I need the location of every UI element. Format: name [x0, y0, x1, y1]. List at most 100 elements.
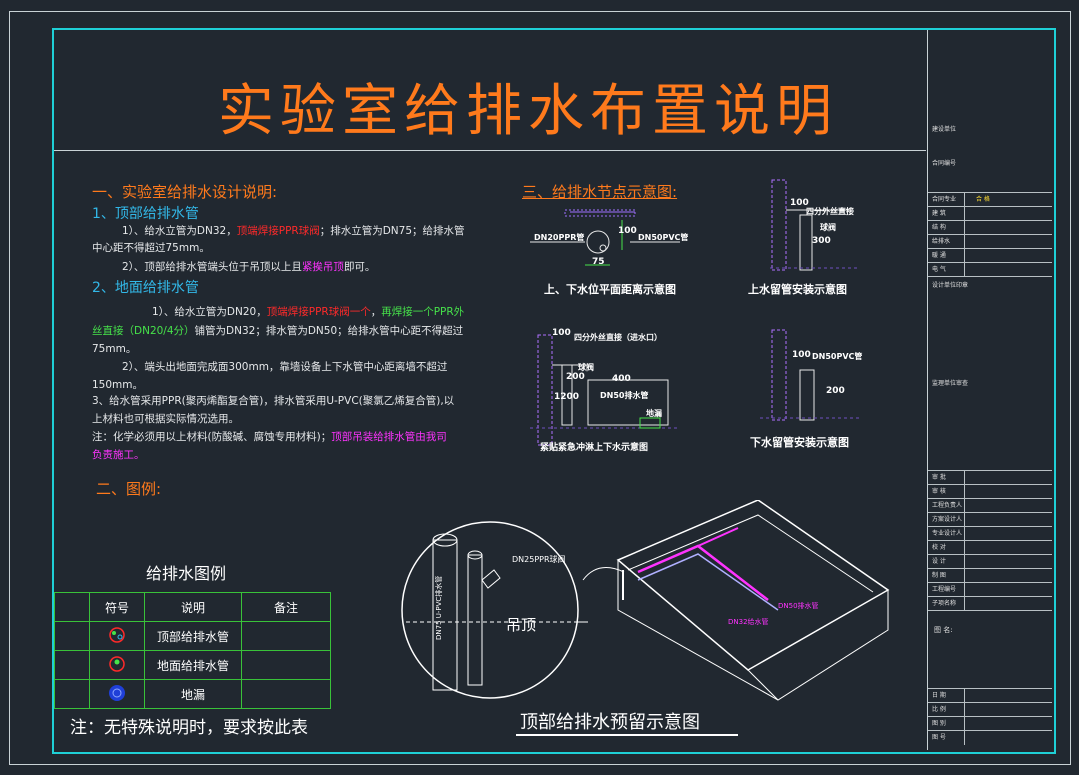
text-green: 再焊接一个PPR外	[381, 306, 465, 318]
d3-label1: 四分外丝直接（进水口）	[574, 333, 662, 342]
outer-border	[9, 11, 1071, 765]
tb-row-end	[928, 610, 1052, 611]
section3-heading: 三、给排水节点示意图:	[522, 183, 678, 201]
d3-dim1: 100	[552, 328, 571, 338]
section2-heading: 二、图例:	[96, 480, 162, 498]
tb-row: 校 对	[928, 540, 1052, 555]
tb-key: 子项名称	[932, 600, 957, 607]
iso-label-1: DN32给水管	[728, 618, 769, 626]
d4-dim2: 200	[826, 386, 845, 396]
bottom-caption: 顶部给排水预留示意图	[520, 712, 700, 733]
text-magenta: 紧挨吊顶	[301, 261, 344, 273]
tb-sep	[964, 263, 965, 277]
tb-sep	[964, 207, 965, 221]
tb-key: 工程负责人	[932, 502, 963, 509]
top-pipe-symbol-icon	[109, 626, 125, 643]
tb-sep	[964, 235, 965, 249]
para-3c: 75mm。	[92, 343, 137, 355]
d1-right-label: DN50PVC管	[638, 233, 689, 242]
tb-row: 制 图	[928, 568, 1052, 583]
tb-key: 审 批	[932, 474, 946, 481]
tb-key: 图 别	[932, 720, 946, 727]
valve-label: DN25PPR球阀	[512, 555, 566, 564]
tb-key: 结 构	[932, 224, 946, 231]
legend-header-symbol: 符号	[89, 592, 145, 622]
para-3a: 1）、给水立管为DN20，顶端焊接PPR球阀一个，再焊接一个PPR外	[152, 303, 464, 321]
legend-header-desc: 说明	[144, 592, 242, 622]
tb-mid-1: 设计单位印章	[932, 282, 969, 289]
tb-sep	[964, 541, 965, 555]
tb-sep	[964, 513, 965, 527]
tb-sep	[964, 249, 965, 263]
tb-row: 给排水	[928, 234, 1052, 249]
tb-key: 方案设计人	[932, 516, 963, 523]
tb-row: 工程负责人	[928, 498, 1052, 513]
legend-label: 地漏	[144, 679, 242, 709]
legend-corner	[54, 592, 90, 622]
d1-dim-h: 75	[592, 257, 605, 267]
tb-key: 审 核	[932, 488, 946, 495]
title-divider	[54, 150, 926, 151]
para-6a: 注：化学必须用以上材料(防酸碱、腐蚀专用材料)；顶部吊装给排水管由我司	[92, 428, 447, 446]
tb-sep	[964, 527, 965, 541]
ceiling-label: 吊顶	[506, 616, 537, 634]
tb-row: 日 期	[928, 688, 1052, 703]
tb-row: 子项名称	[928, 596, 1052, 611]
tb-row: 图 别	[928, 716, 1052, 731]
tb-key: 合同专业	[932, 196, 957, 203]
page-title: 实验室给排水布置说明	[218, 79, 838, 144]
tb-sep	[964, 193, 965, 207]
d3-dim3: 400	[612, 374, 631, 384]
text-red: 顶端焊接PPR球阀	[236, 225, 320, 237]
floor-drain-icon	[109, 684, 125, 701]
subsection-floor-pipes: 2、地面给排水管	[92, 280, 199, 296]
tb-mid-2: 监理单位审查	[932, 380, 969, 387]
text: ，	[370, 306, 382, 318]
d4-dim1: 100	[792, 350, 811, 360]
d3-caption: 紧贴紧急冲淋上下水示意图	[540, 443, 649, 453]
tb-sep	[964, 499, 965, 513]
text: 2）、顶部给排水管端头位于吊顶以上且	[122, 261, 302, 273]
legend-cell	[54, 650, 90, 680]
para-5b: 上材料也可根据实际情况选用。	[92, 413, 239, 425]
pipe-label: DN75 U-PVC排水管	[435, 575, 443, 640]
text-magenta: 顶部吊装给排水管由我司	[331, 431, 447, 443]
para-4a: 2）、端头出地面完成面300mm，靠墙设备上下水管中心距离墙不超过	[122, 361, 448, 373]
text: 1）、给水立管为DN32，	[122, 225, 237, 237]
legend-footnote: 注：无特殊说明时，要求按此表	[70, 718, 308, 738]
iso-label-2: DN50排水管	[778, 602, 819, 610]
tb-key: 设 计	[932, 558, 946, 565]
tb-sep	[964, 471, 965, 485]
text: 即可。	[343, 261, 376, 273]
para-4b: 150mm。	[92, 379, 143, 391]
tb-row: 方案设计人	[928, 512, 1052, 527]
legend-symbol-top	[89, 621, 145, 651]
tb-sep	[964, 583, 965, 597]
d2-label1: 四分外丝直接	[806, 207, 854, 216]
text: ；排水立管为DN75；给排水管	[319, 225, 465, 237]
tb-key: 给排水	[932, 238, 951, 245]
tb-sep	[964, 555, 965, 569]
tb-row: 审 批	[928, 470, 1052, 485]
bottom-caption-underline	[516, 734, 738, 736]
tb-key: 暖 通	[932, 252, 946, 259]
text: 铺管为DN32；排水管为DN50；给排水管中心距不得超过	[194, 325, 464, 337]
tb-sep	[964, 717, 965, 731]
tb-sep	[964, 221, 965, 235]
tb-row-end	[928, 276, 1052, 277]
legend-header-note: 备注	[241, 592, 331, 622]
tb-key: 工程编号	[932, 586, 957, 593]
d2-caption: 上水留管安装示意图	[748, 283, 847, 296]
node-diagrams	[530, 179, 860, 446]
legend-table: 符号 说明 备注 顶部给排水管 地面给排水管 地漏	[54, 592, 331, 709]
d1-dim-v: 100	[618, 226, 637, 236]
tb-key: 电 气	[932, 266, 946, 273]
section1-heading: 一、实验室给排水设计说明:	[92, 183, 278, 201]
tb-row: 设 计	[928, 554, 1052, 569]
tb-key: 建 筑	[932, 210, 946, 217]
legend-label: 顶部给排水管	[144, 621, 242, 651]
tb-row: 电 气	[928, 262, 1052, 277]
floor-pipe-symbol-icon	[109, 655, 125, 672]
d3-dim2: 200	[566, 372, 585, 382]
d1-caption: 上、下水位平面距离示意图	[544, 283, 676, 296]
